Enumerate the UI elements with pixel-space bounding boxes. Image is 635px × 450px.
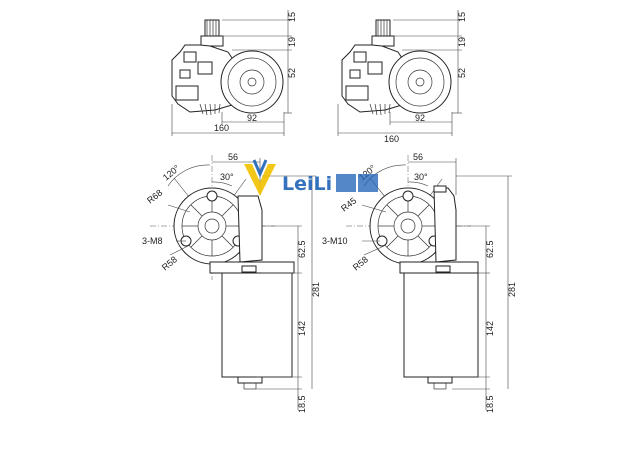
- motor-end-disc: [388, 50, 452, 114]
- radius-outer-label: R45: [339, 196, 358, 214]
- dim-offset: 56: [413, 152, 423, 162]
- mount-hole: [402, 190, 414, 202]
- logo-mark-icon: [244, 164, 276, 196]
- dim-body-half: 52: [287, 68, 297, 78]
- dim-total-width: 160: [384, 134, 399, 144]
- gear-housing-side: [433, 187, 457, 263]
- dim-total-width: 160: [214, 123, 229, 133]
- angle-inner-label: 30°: [414, 172, 428, 182]
- dim-center-to-top: 62.5: [297, 240, 307, 258]
- shaft-collar: [371, 35, 395, 47]
- angle-inner-label: 30°: [220, 172, 234, 182]
- front-view-left: 120° 30° 56 R68 R58 3-M8: [142, 152, 321, 413]
- gear-housing-side: [237, 195, 263, 263]
- dim-body-depth: 92: [247, 113, 257, 123]
- shaft-collar: [200, 35, 224, 47]
- mount-hole: [206, 190, 218, 202]
- dim-total-length: 281: [311, 282, 321, 297]
- motor-end-disc: [220, 50, 284, 114]
- motor-can: [221, 272, 293, 378]
- motor-end: [237, 376, 263, 384]
- brand-logo: LeiLi: [244, 159, 378, 196]
- dim-spline-height: 15: [457, 12, 467, 22]
- dim-body-depth: 92: [415, 113, 425, 123]
- dim-neck-height: 19: [457, 37, 467, 47]
- motor-end: [427, 376, 453, 384]
- radius-motor-label: R58: [351, 254, 370, 272]
- angle-arc-outer: [167, 164, 211, 187]
- dim-spline-height: 15: [287, 12, 297, 22]
- dim-body-half: 52: [457, 68, 467, 78]
- holes-label: 3-M10: [322, 236, 348, 246]
- dim-shaft-length: 18.5: [485, 395, 495, 413]
- housing-boss: [183, 51, 197, 63]
- top-view-right: 15 19 52 92 160: [337, 10, 467, 144]
- dim-offset: 56: [228, 152, 238, 162]
- radius-motor-label: R58: [160, 254, 179, 272]
- brand-name: LeiLi: [282, 173, 332, 195]
- dim-motor-length: 142: [297, 321, 307, 336]
- holes-label: 3-M8: [142, 236, 163, 246]
- dim-neck-height: 19: [287, 37, 297, 47]
- top-view-left: 15 19 52 92 160: [171, 10, 297, 136]
- motor-can: [403, 272, 479, 378]
- radius-outer-label: R68: [145, 188, 164, 206]
- dim-total-length: 281: [507, 282, 517, 297]
- dim-center-to-top: 62.5: [485, 240, 495, 258]
- front-view-right: 120° 30° 56 R45 R58 3-M10: [322, 152, 517, 413]
- flange-spokes: [378, 196, 438, 256]
- dim-shaft-length: 18.5: [297, 395, 307, 413]
- dim-motor-length: 142: [485, 321, 495, 336]
- logo-badge-icon: [336, 174, 356, 192]
- angle-outer-label: 120°: [161, 163, 182, 183]
